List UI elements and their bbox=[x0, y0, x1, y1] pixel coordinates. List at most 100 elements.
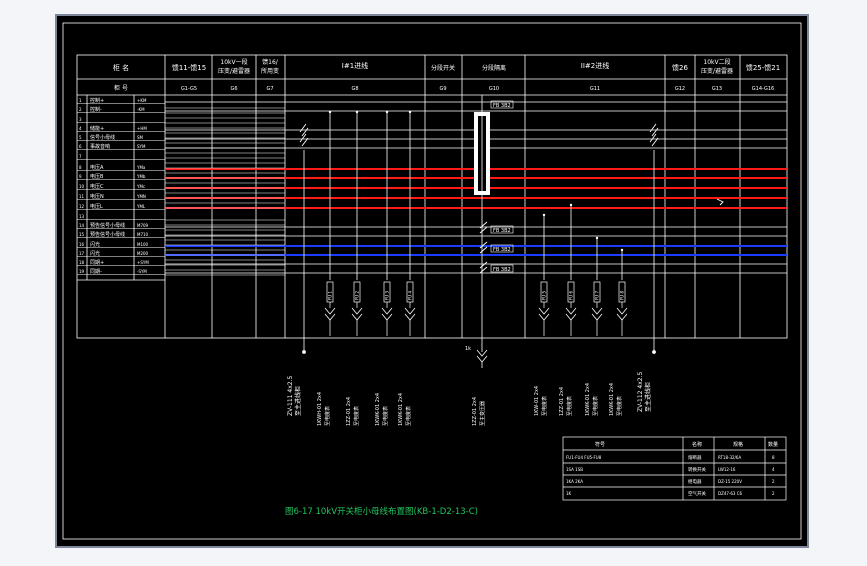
breaker-box-4 bbox=[490, 264, 514, 273]
legend-outline bbox=[562, 436, 787, 501]
bus-number: 11 bbox=[79, 194, 85, 199]
header-feeder-21-25: 馈25-馈21 bbox=[746, 63, 780, 72]
cable-right-incoming: ZV-112 4x2.5 bbox=[637, 372, 644, 412]
bus-number: 5 bbox=[79, 135, 82, 140]
bus-code: -KM bbox=[137, 107, 145, 112]
fuse-label: FU 3 bbox=[385, 291, 390, 301]
bus-lines bbox=[77, 101, 787, 276]
cable-left-2: 1ZZ-01 2x4 bbox=[346, 397, 352, 426]
header-incoming-1: I#1进线 bbox=[342, 61, 368, 70]
legend-row-qty: 2 bbox=[772, 491, 775, 496]
bus-number: 17 bbox=[79, 251, 85, 256]
bus-number: 1 bbox=[79, 98, 82, 103]
cabinet-no-g10: G10 bbox=[489, 86, 499, 92]
header-feeder-26: 馈26 bbox=[672, 63, 688, 72]
cable-left-incoming-dest: 至主进线柜 bbox=[294, 386, 302, 416]
bus-code: +SYM bbox=[137, 260, 149, 265]
bus-code: M709 bbox=[137, 223, 149, 228]
cabinet-no-g6: G6 bbox=[230, 86, 237, 92]
header-incoming-2: II#2进线 bbox=[581, 61, 609, 70]
breaker-label-2: FB 3B2 bbox=[493, 228, 511, 234]
cable-right-2-dest: 至电度表 bbox=[566, 396, 573, 416]
bus-name: 电压N bbox=[90, 193, 104, 200]
cable-right-incoming-dest: 至主进线柜 bbox=[644, 382, 652, 412]
cabinet-no-g9: G9 bbox=[439, 86, 446, 92]
fuse-label: FU 5 bbox=[542, 291, 547, 301]
bus-code: +HM bbox=[137, 126, 147, 131]
cable-center: 1ZZ-01 2x4 bbox=[472, 397, 478, 426]
legend-texts: 符号 名称 规格 数量 FU1-FU4 FU5-FU8 熔断器 RT18-32/… bbox=[566, 441, 778, 497]
bus-number: 9 bbox=[79, 174, 82, 179]
junction-dot bbox=[542, 213, 546, 217]
cabinet-no-g11: G11 bbox=[590, 86, 600, 92]
legend-header-name: 名称 bbox=[692, 441, 702, 448]
bus-code: YMc bbox=[136, 184, 145, 189]
bus-name: 电压C bbox=[90, 183, 104, 190]
legend-row-spec: DZ47-63 C6 bbox=[718, 491, 743, 496]
bus-name: 预告信号小母线 bbox=[90, 231, 125, 238]
bus-number: 3 bbox=[79, 117, 82, 122]
bus-number: 4 bbox=[79, 126, 82, 131]
bus-code: YMa bbox=[136, 165, 146, 170]
fuse-label: FU 1 bbox=[328, 291, 333, 301]
cable-left-1-dest: 至电度表 bbox=[324, 406, 331, 426]
switch-mark-right bbox=[649, 123, 659, 147]
bus-name: 控制+ bbox=[90, 97, 104, 104]
legend-row-name: 空气开关 bbox=[688, 490, 706, 497]
cable-center-dest: 至主变压器 bbox=[479, 401, 486, 426]
header-cabinet-name: 柜 名 bbox=[113, 63, 129, 72]
bus-name: 同期- bbox=[90, 269, 102, 275]
junction-dot bbox=[328, 110, 332, 114]
cable-left-4: 1KWK-01 2x4 bbox=[398, 393, 404, 426]
legend-row-qty: 8 bbox=[772, 455, 775, 460]
header-bus-isolator: 分段隔离 bbox=[482, 64, 506, 72]
junction-dot bbox=[569, 203, 573, 207]
legend-header-symbol: 符号 bbox=[595, 441, 605, 448]
legend-row-symbol: 1KA 2KA bbox=[566, 479, 583, 484]
bus-code: SYM bbox=[137, 144, 146, 149]
junction-dot bbox=[385, 110, 389, 114]
cable-left-4-dest: 至电度表 bbox=[405, 406, 412, 426]
breaker-box-3 bbox=[490, 244, 514, 253]
cable-right-4: 1KWK-01 2x4 bbox=[609, 383, 615, 416]
bus-number: 7 bbox=[79, 154, 82, 159]
junction-dot bbox=[408, 110, 412, 114]
bus-code: -SYM bbox=[137, 269, 147, 274]
bus-name: 事故音响 bbox=[90, 143, 110, 150]
breaker-box-1 bbox=[490, 100, 514, 109]
cable-left-3: 1KWK-01 2x4 bbox=[375, 393, 381, 426]
bus-code: SM bbox=[137, 135, 144, 140]
bus-name: 同期+ bbox=[90, 260, 104, 266]
bus-number: 10 bbox=[79, 184, 85, 189]
breaker-label-1: FB 3B2 bbox=[493, 103, 511, 109]
arrow-mark bbox=[716, 198, 724, 206]
bus-code: M200 bbox=[137, 251, 149, 256]
legend-header-qty: 数量 bbox=[768, 441, 778, 448]
right-incoming-dot bbox=[652, 350, 656, 354]
header-station-transformer: 所用变 bbox=[261, 67, 279, 75]
breaker-labels: FB 3B2 FB 3B2 FB 3B2 FB 3B2 bbox=[490, 100, 514, 273]
bus-number: 16 bbox=[79, 242, 85, 247]
legend-row-symbol: 1K bbox=[566, 491, 572, 496]
bus-number: 8 bbox=[79, 165, 82, 170]
legend-row-qty: 2 bbox=[772, 479, 775, 484]
legend-row-spec: DZ-15 220V bbox=[718, 479, 742, 484]
bus-name: 电压A bbox=[90, 164, 104, 171]
legend-row-name: 转换开关 bbox=[688, 466, 706, 473]
switch-mark-left bbox=[299, 123, 309, 147]
breaker-label-3: FB 3B2 bbox=[493, 247, 511, 253]
cable-right-3: 1KWK-01 2x4 bbox=[585, 383, 591, 416]
bus-number: 13 bbox=[79, 214, 85, 219]
incoming-wires bbox=[302, 150, 656, 354]
bus-number: 6 bbox=[79, 144, 82, 149]
legend-row-name: 继电器 bbox=[688, 478, 702, 485]
sheet-border bbox=[62, 22, 802, 540]
breaker-box-2 bbox=[490, 225, 514, 234]
fuse-label: FU 8 bbox=[620, 291, 625, 301]
cable-right-4-dest: 至电度表 bbox=[616, 396, 623, 416]
cable-left-2-dest: 至电度表 bbox=[353, 406, 360, 426]
cable-right-2: 1ZZ-01 2x4 bbox=[559, 387, 565, 416]
bus-code: YMN bbox=[136, 194, 146, 199]
